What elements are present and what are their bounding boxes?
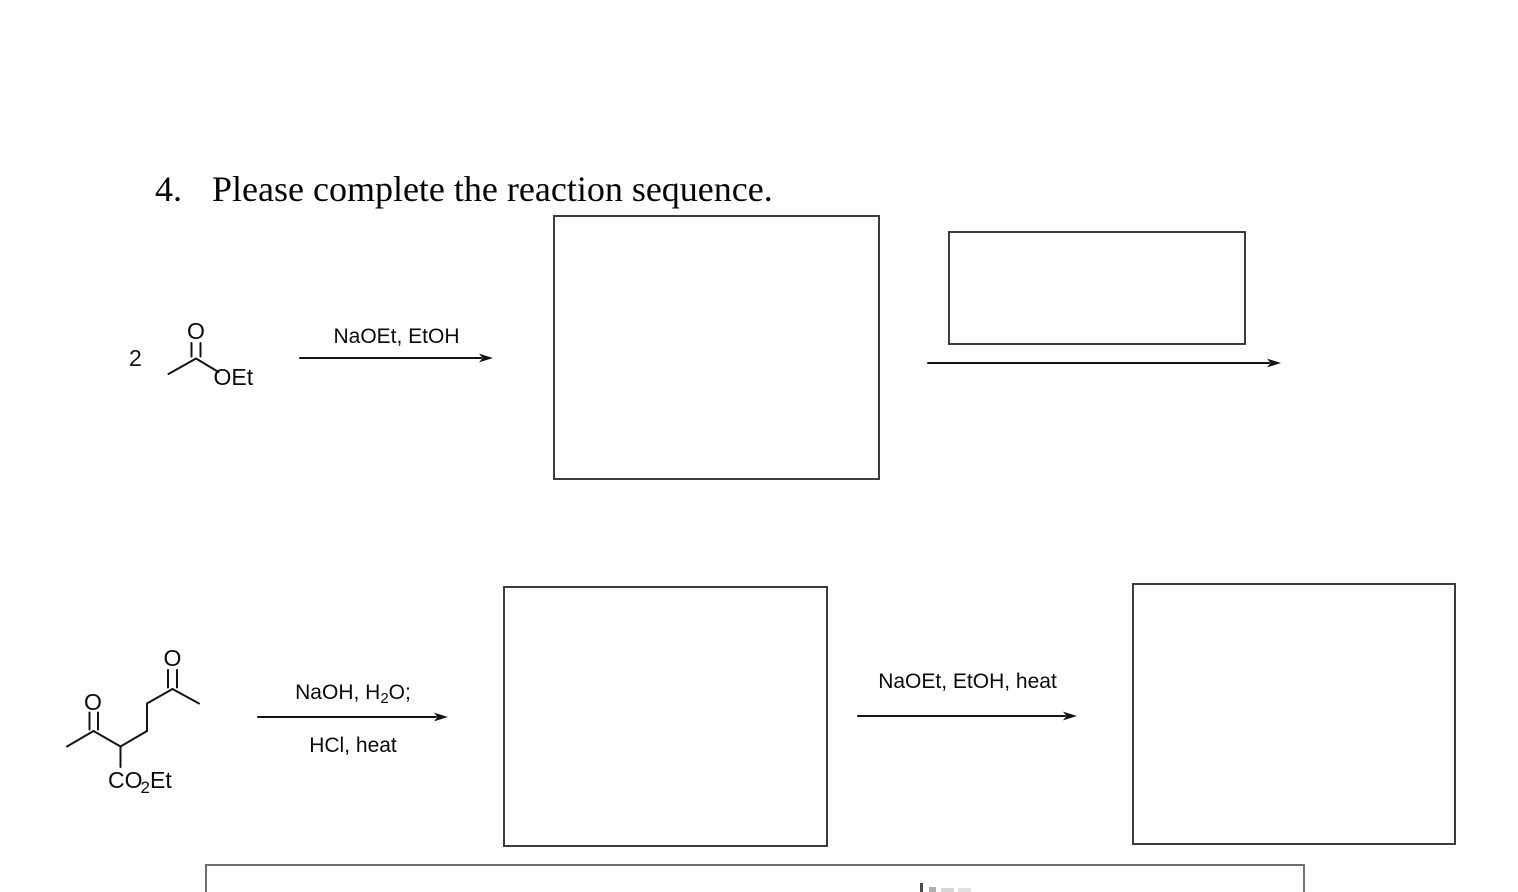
ester-bond (195, 357, 220, 373)
answer-box-5[interactable] (205, 864, 1305, 892)
arrow-head (434, 712, 448, 722)
chain-bond (92, 730, 122, 748)
cutoff-structure-fragment-mark (929, 887, 936, 892)
arrow-head (1063, 711, 1077, 721)
reaction-arrow-1 (299, 353, 493, 363)
left-ketone-oxygen-label: O (84, 689, 102, 715)
methyl-bond (167, 357, 197, 375)
answer-box-1[interactable] (553, 215, 880, 480)
cutoff-structure-fragment-mark (958, 888, 971, 892)
ester-group-subscript: 2 (141, 778, 150, 797)
methyl-bond (66, 730, 95, 748)
reaction-arrow-2 (927, 358, 1281, 368)
chain-bond (146, 688, 174, 705)
ethoxy-label: OEt (214, 364, 254, 390)
answer-box-4[interactable] (1132, 583, 1456, 845)
arrow-head (479, 353, 493, 363)
ester-group-label: CO (108, 767, 143, 793)
answer-box-2-reagent[interactable] (948, 231, 1246, 345)
answer-box-3[interactable] (503, 586, 828, 847)
question-text: Please complete the reaction sequence. (212, 169, 773, 209)
question-number: 4. (155, 169, 182, 209)
reaction-arrow-4 (857, 711, 1077, 721)
ethyl-acetate-structure: O OEt (167, 318, 254, 390)
reagent-text: O; (388, 681, 411, 704)
question-title: 4. Please complete the reaction sequence. (155, 171, 773, 207)
reaction-arrow-3 (257, 712, 448, 722)
reagent-subscript: 2 (380, 690, 389, 707)
reagent-text: NaOH, H (295, 681, 381, 704)
ester-group-label: Et (150, 767, 172, 793)
top-ketone-oxygen-label: O (164, 645, 182, 671)
cutoff-structure-fragment-line (920, 883, 923, 892)
carbonyl-oxygen-label: O (187, 318, 205, 344)
ketoester-structure: O O CO 2 Et (66, 645, 200, 797)
arrow-head (1267, 358, 1281, 368)
stoichiometric-coefficient: 2 (129, 345, 142, 371)
reagent-label-step3: NaOEt, EtOH, heat (878, 670, 1057, 693)
reagent-label-step1: NaOEt, EtOH (333, 325, 460, 348)
reagent-label-step2-line1: NaOH, H2O; (258, 681, 448, 708)
cutoff-structure-fragment-mark (941, 888, 954, 892)
chain-bond (119, 730, 148, 748)
methyl-bond (171, 688, 200, 705)
reagent-label-step2-line2: HCl, heat (309, 734, 397, 757)
